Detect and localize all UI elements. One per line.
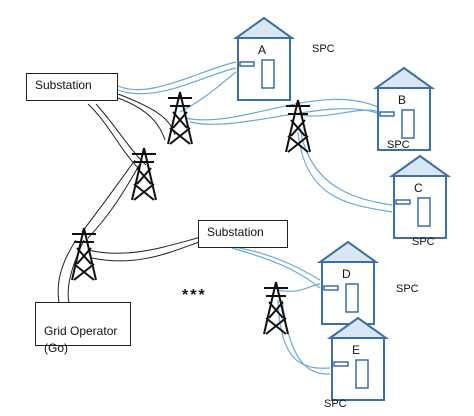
spc-tag-c: SPC: [412, 236, 435, 248]
house-c: C: [388, 154, 452, 239]
house-a: A: [232, 16, 296, 101]
spc-tag-b: SPC: [387, 139, 410, 151]
grid-operator-box: Grid Operator (Go): [35, 302, 131, 355]
house-letter: D: [342, 267, 351, 281]
ellipsis-marker: ***: [182, 287, 207, 304]
substation-mid-label: Substation: [207, 225, 264, 239]
distribution-lines-blue: [117, 61, 393, 375]
transmission-lines-black: [57, 93, 206, 309]
house-e: E: [326, 316, 390, 401]
spc-tag-a: SPC: [312, 43, 335, 55]
substation-mid-box: Substation: [198, 220, 288, 248]
house-b: B: [372, 66, 436, 151]
house-d: D: [316, 240, 380, 325]
substation-top-label: Substation: [35, 78, 92, 92]
house-letter: E: [352, 343, 360, 357]
spc-tag-e: SPC: [324, 398, 347, 410]
house-letter: A: [258, 43, 266, 57]
tower-icon: [71, 227, 97, 281]
tower-icon: [167, 91, 193, 145]
house-letter: C: [414, 181, 423, 195]
tower-icon: [131, 147, 157, 201]
substation-top-box: Substation: [26, 73, 118, 101]
tower-icon: [263, 281, 289, 335]
grid-operator-label: Grid Operator (Go): [44, 324, 118, 355]
house-letter: B: [398, 93, 406, 107]
tower-icon: [285, 99, 311, 153]
spc-tag-d: SPC: [396, 283, 419, 295]
